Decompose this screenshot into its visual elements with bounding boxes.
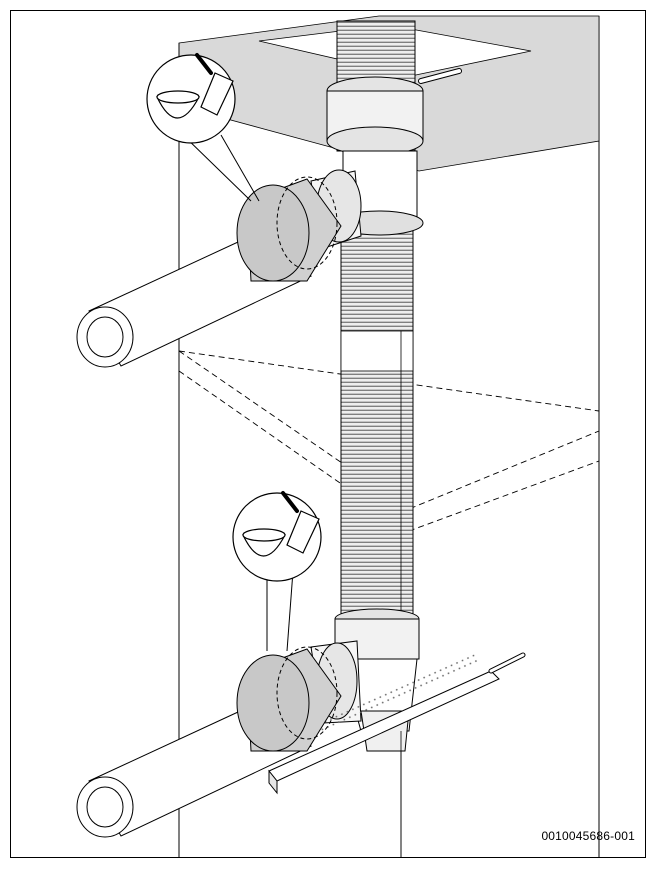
lower-callout: [232, 491, 322, 652]
lower-wall-collar[interactable]: [236, 646, 342, 752]
spatula-icon: [195, 53, 234, 116]
upper-callout: [146, 53, 260, 202]
shaft-outline: [178, 16, 600, 857]
bowl-icon: [242, 528, 286, 557]
diagram-frame: 0010045686-001: [10, 10, 646, 858]
upper-wall-collar[interactable]: [236, 176, 342, 282]
support-rail: [268, 652, 526, 795]
spatula-icon: [281, 491, 320, 554]
bowl-icon: [156, 90, 200, 119]
installation-illustration: [76, 15, 600, 857]
figure-code-label: 0010045686-001: [541, 829, 635, 843]
